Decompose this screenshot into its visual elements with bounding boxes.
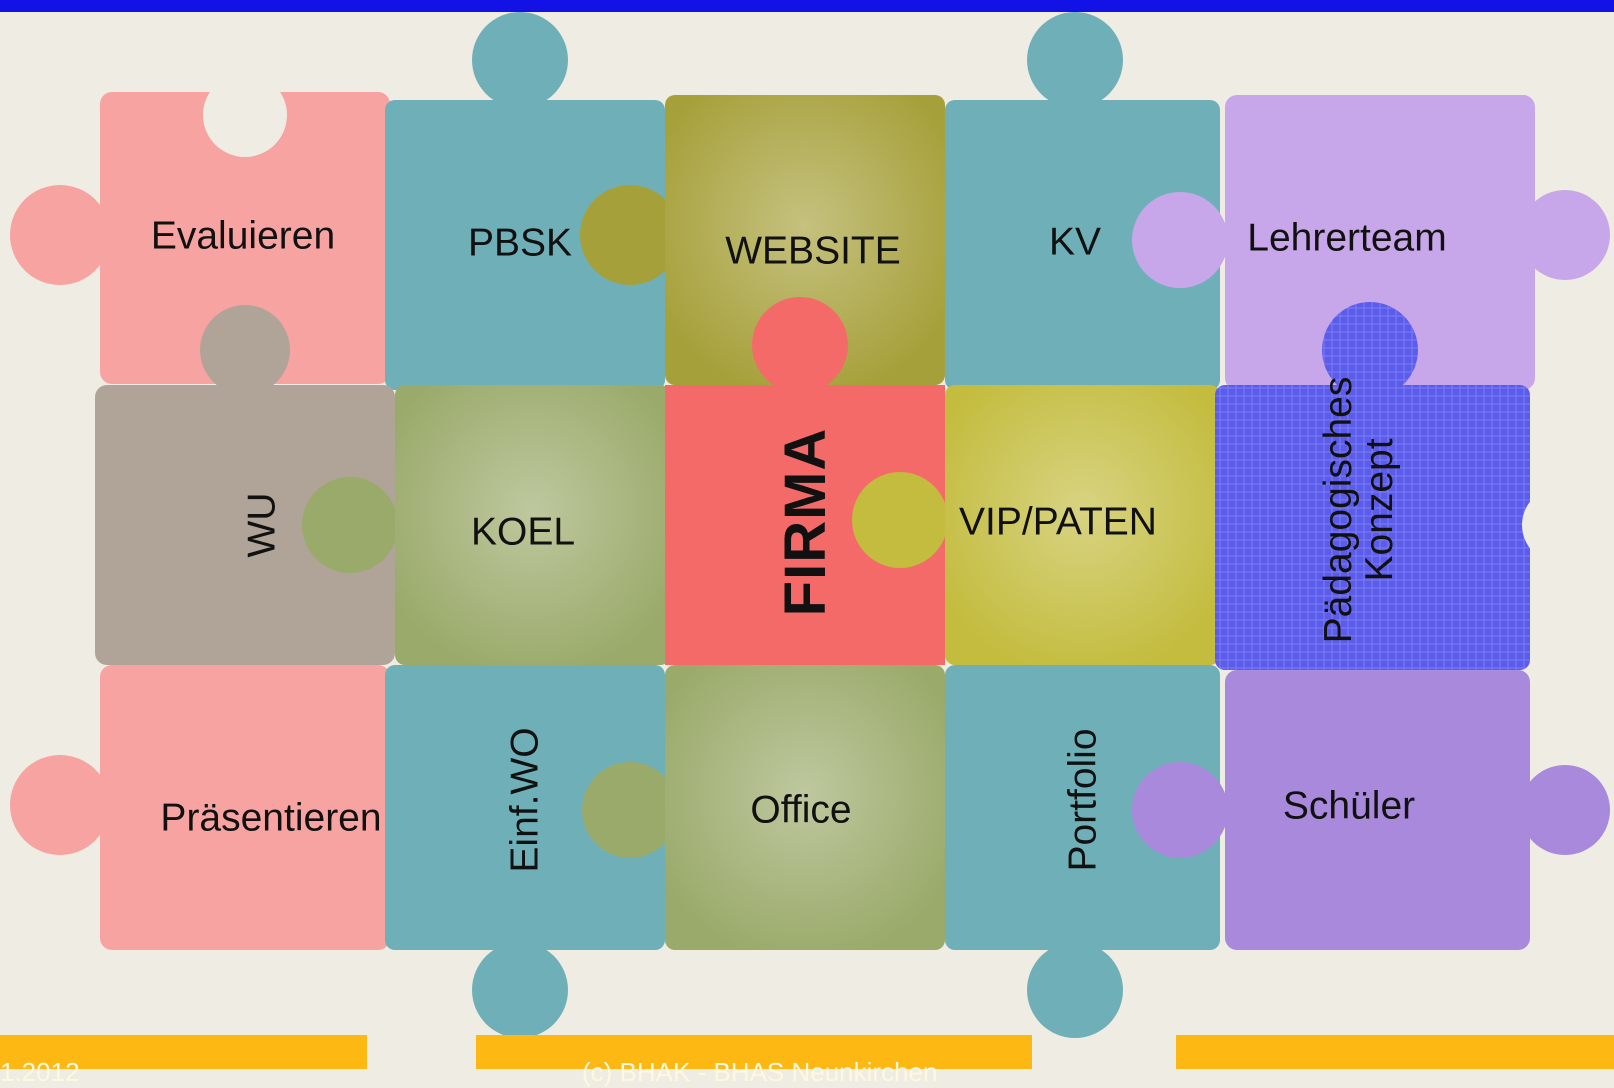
footer-copyright: (c) BHAK - BHAS Neunkirchen [582,1057,938,1087]
top-accent-bar [0,0,1614,12]
label-wu: WU [240,492,284,558]
label-vip-paten: VIP/PATEN [959,500,1157,544]
label-lehrerteam: Lehrerteam [1247,216,1447,260]
label-einf-wo: Einf.WO [503,727,547,873]
footer-left-bar: 1.2012 [0,1035,367,1087]
label-praesentieren: Präsentieren [160,796,382,840]
label-koel: KOEL [470,510,576,554]
piece-portfolio [945,665,1220,1038]
piece-einf-wo [385,665,665,1038]
piece-kv [945,12,1220,390]
label-schueler: Schüler [1282,784,1416,828]
label-pbsk: PBSK [467,221,573,265]
label-portfolio: Portfolio [1061,728,1105,872]
label-firma: FIRMA [773,427,838,617]
piece-vip-paten [852,385,1300,665]
footer-date: 1.2012 [0,1057,80,1087]
footer-center-bar: (c) BHAK - BHAS Neunkirchen [476,1035,1032,1087]
label-paedagogisches-konzept: Pädagogisches Konzept [1317,376,1401,644]
label-office: Office [750,788,852,832]
piece-website [580,95,1033,385]
piece-koel [302,385,755,665]
piece-schueler [1132,670,1610,950]
label-website: WEBSITE [725,229,901,273]
piece-pbsk [385,12,665,390]
piece-praesentieren [10,665,475,950]
footer-right-bar [1176,1035,1614,1069]
label-kv: KV [1048,220,1102,264]
piece-lehrerteam [1132,95,1610,390]
label-evaluieren: Evaluieren [150,214,336,258]
